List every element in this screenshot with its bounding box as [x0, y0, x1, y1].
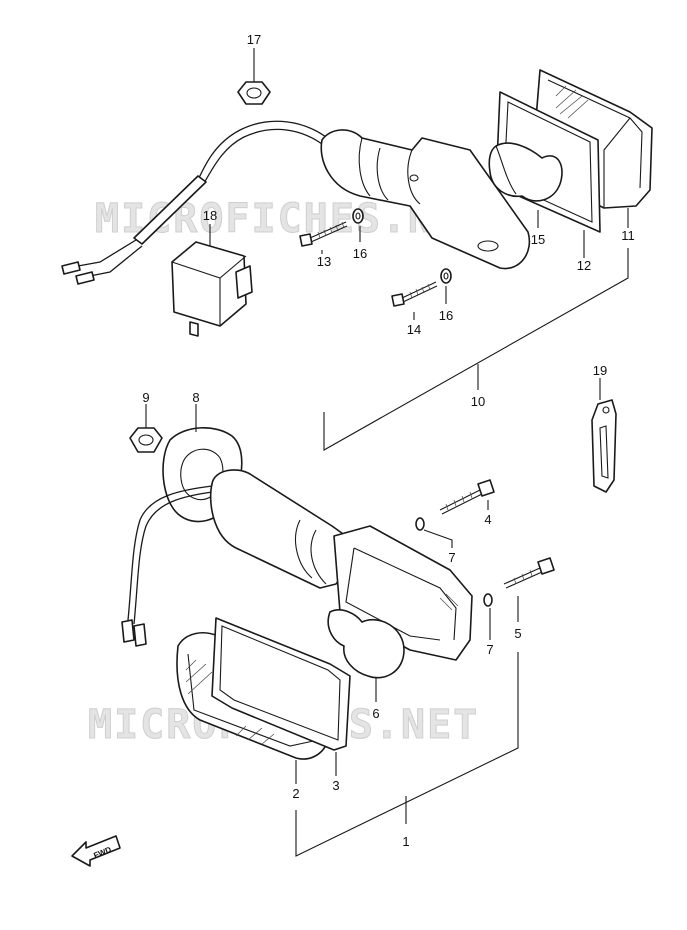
callout-7a: 7: [448, 550, 455, 565]
screw-14[interactable]: [391, 281, 438, 320]
callout-14: 14: [407, 322, 421, 337]
callout-10: 10: [471, 394, 485, 409]
callout-2: 2: [292, 786, 299, 801]
washer-7b[interactable]: [483, 593, 493, 640]
fwd-arrow-icon: FWD: [71, 835, 121, 867]
callout-19: 19: [593, 363, 607, 378]
callout-17: 17: [247, 32, 261, 47]
callout-18: 18: [203, 208, 217, 223]
upper-wire-harness: [61, 120, 331, 285]
callout-13: 13: [317, 254, 331, 269]
relay-18[interactable]: [171, 224, 253, 337]
assembly-1-bracket: [295, 652, 519, 857]
screw-4[interactable]: [439, 479, 495, 515]
washer-7a[interactable]: [415, 517, 453, 548]
screw-5[interactable]: [503, 557, 555, 622]
upper-signal-body[interactable]: [320, 129, 531, 270]
assembly-10-bracket: [323, 248, 629, 451]
callout-11: 11: [621, 228, 635, 243]
bulb-6[interactable]: [327, 609, 405, 702]
callout-6: 6: [372, 706, 379, 721]
callout-16b: 16: [439, 308, 453, 323]
callout-9: 9: [142, 390, 149, 405]
callout-16a: 16: [353, 246, 367, 261]
callout-15: 15: [531, 232, 545, 247]
callout-12: 12: [577, 258, 591, 273]
lower-wire-harness: [121, 485, 213, 647]
nut-17[interactable]: [237, 48, 271, 105]
washer-16a[interactable]: [352, 208, 364, 242]
callout-8: 8: [192, 390, 199, 405]
gasket-3[interactable]: [211, 617, 351, 776]
strap-19[interactable]: [591, 378, 617, 493]
screw-13[interactable]: [299, 221, 348, 254]
callout-7b: 7: [486, 642, 493, 657]
nut-9[interactable]: [129, 404, 163, 453]
bulb-15[interactable]: [488, 142, 563, 228]
callout-4: 4: [484, 512, 491, 527]
callout-3: 3: [332, 778, 339, 793]
callout-1: 1: [402, 834, 409, 849]
callout-5: 5: [514, 626, 521, 641]
washer-16b[interactable]: [440, 268, 452, 304]
